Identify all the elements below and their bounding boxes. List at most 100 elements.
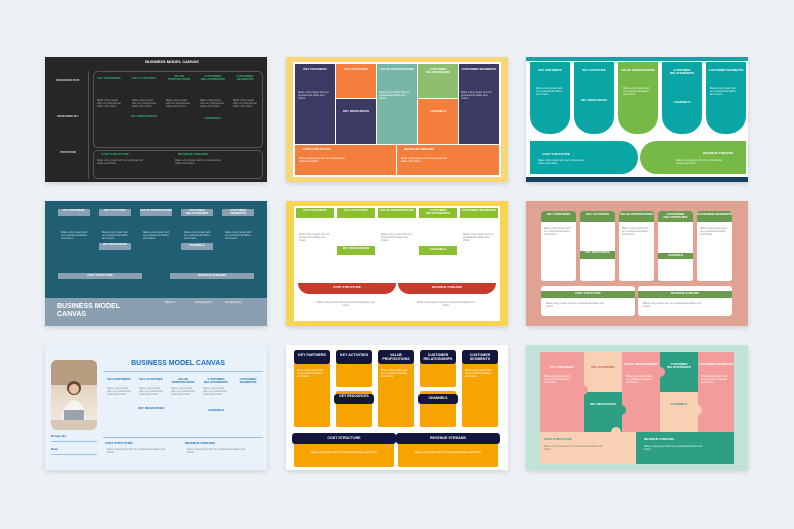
design-by-line <box>51 441 97 442</box>
sub-channels: CHANNELS <box>207 408 225 412</box>
desc-5: Make a big impact with our professional … <box>233 99 257 109</box>
col-3 <box>618 62 658 134</box>
col-customer-segments: CUSTOMER SEGMENTS <box>697 212 732 216</box>
hdr-1 <box>294 350 330 364</box>
label-bar-2 <box>99 209 131 216</box>
col-customer-segments: CUSTOMER SEGMENTS <box>461 208 497 212</box>
desc-3: Make a big impact with our professional … <box>700 227 727 237</box>
hdr-3 <box>619 211 654 222</box>
thumbnail-orange-navy-canvas[interactable]: KEY PARTNERS KEY ACTIVITIES VALUE PROPOS… <box>286 345 508 470</box>
col-customer-relationships: CUSTOMER RELATIONSHIPS <box>185 208 209 216</box>
thumbnail-puzzle-canvas[interactable]: KEY PARTNERS KEY ACTIVITIES VALUE PROPOS… <box>526 345 748 470</box>
revenue-streams: REVENUE STREAMS <box>430 436 466 440</box>
desc-3: Make a big impact with our professional … <box>171 387 195 397</box>
revenue-streams: REVENUE STREAMS <box>403 147 434 151</box>
col-customer-relationships: CUSTOMER RELATIONSHIPS <box>423 353 453 362</box>
col-customer-relationships: CUSTOMER RELATIONSHIPS <box>203 377 229 385</box>
piece-4b <box>660 392 698 432</box>
col-key-activities: KEY ACTIVITIES <box>340 353 368 357</box>
hdr-1 <box>296 208 334 218</box>
col-key-partners: KEY PARTNERS <box>538 68 562 72</box>
sub-channels: CHANNELS <box>428 396 448 400</box>
desc-3: Make a big impact with our professional … <box>143 231 170 241</box>
col-key-partners: KEY PARTNERS <box>550 365 574 369</box>
desc-1: Make a big impact with our professional … <box>298 91 329 101</box>
desc-5: Make a big impact with our professional … <box>676 159 722 166</box>
col-key-activities: KEY ACTIVITIES <box>585 212 610 216</box>
col-bg-4 <box>418 64 458 98</box>
thumbnail-color-columns-canvas[interactable]: KEY PARTNERS KEY ACTIVITIES VALUE PROPOS… <box>286 57 508 182</box>
bottom-left <box>530 141 638 174</box>
canvas-title: BUSINESS MODEL CANVAS <box>131 360 225 367</box>
cost-structure: COST STRUCTURE <box>544 437 572 441</box>
desc-2: Make a big impact with our professional … <box>622 227 649 237</box>
desc-2: Make a big impact with our professional … <box>379 91 410 101</box>
col-customer-segments: CUSTOMER SEGMENTS <box>239 377 257 385</box>
revenue-streams: REVENUE STREAMS <box>198 273 226 277</box>
desc-3: Make a big impact with our professional … <box>465 369 492 379</box>
col-customer-segments: CUSTOMER SEGMENTS <box>236 74 254 82</box>
canvas-title: BUSINESS MODEL CANVAS <box>145 59 199 64</box>
col-bg-1 <box>295 64 335 144</box>
col-value-propositions: VALUE PROPOSITIONS <box>619 212 654 216</box>
piece-7 <box>636 432 734 464</box>
sub-channels: CHANNELS <box>189 243 205 247</box>
piece-2b <box>584 392 622 432</box>
cost-structure: COST STRUCTURE <box>542 152 570 156</box>
desc-4: Make a big impact with our professional … <box>317 301 375 308</box>
row-label-designed-by: DESIGNED BY: <box>57 114 79 118</box>
card-1 <box>541 211 576 281</box>
piece-1 <box>540 352 584 432</box>
thumbnail-dark-canvas[interactable]: BUSINESS MODEL CANVAS DESIGNED FOR: DESI… <box>45 57 267 182</box>
col-customer-relationships: CUSTOMER RELATIONSHIPS <box>663 212 688 220</box>
desc-5: Make a big impact with our professional … <box>401 157 447 164</box>
knob-4 <box>692 405 702 415</box>
hdr-2 <box>337 208 375 218</box>
bottom-divider <box>103 437 263 438</box>
sub-bar-2 <box>181 243 213 250</box>
thumbnail-ribbon-canvas[interactable]: KEY PARTNERS KEY ACTIVITIES VALUE PROPOS… <box>286 201 508 326</box>
piece-5 <box>698 352 734 432</box>
col-customer-relationships: CUSTOMER RELATIONSHIPS <box>666 362 692 370</box>
sub-key-resources: KEY RESOURCES <box>590 402 616 406</box>
col-bg-5 <box>459 64 499 144</box>
label-bar-4 <box>181 209 213 216</box>
thumbnail-photo-canvas[interactable]: BUSINESS MODEL CANVAS KEY PARTNERS KEY A… <box>45 345 267 470</box>
left-row-frame <box>49 71 89 179</box>
desc-2: Make a big impact with our professional … <box>102 231 129 241</box>
meta-designed-for: Designed for: <box>195 300 213 304</box>
col-key-activities: KEY ACTIVITIES <box>344 67 368 71</box>
cost-structure: COST STRUCTURE <box>327 436 361 440</box>
col-value-propositions: VALUE PROPOSITIONS <box>171 377 195 385</box>
thumbnail-teal-canvas[interactable]: KEY PARTNERS KEY ACTIVITIES VALUE PROPOS… <box>526 57 748 182</box>
hdr-2 <box>580 211 615 222</box>
desc-4: Make a big impact with our professional … <box>538 159 584 166</box>
col-key-activities: KEY ACTIVITIES <box>582 68 606 72</box>
col-customer-segments: CUSTOMER SEGMENTS <box>230 208 246 216</box>
revenue-streams: REVENUE STREAMS <box>185 441 216 445</box>
hdr-5 <box>460 208 498 218</box>
desc-5: Make a big impact with our professional … <box>225 231 252 241</box>
col-customer-relationships: CUSTOMER RELATIONSHIPS <box>425 67 451 75</box>
sub-key-resources: KEY RESOURCES <box>343 109 369 113</box>
bottom-frame <box>93 150 263 179</box>
cost-structure: COST STRUCTURE <box>575 291 601 295</box>
desc-1: Make a big impact with our professional … <box>544 375 571 385</box>
desc-6: Make a big impact with our professional … <box>187 448 245 455</box>
row-label-iteration: ITERATION <box>60 150 76 154</box>
piece-2a <box>584 352 622 392</box>
desc-4: Make a big impact with our professional … <box>311 451 377 454</box>
col-value-propositions: VALUE PROPOSITIONS <box>380 208 414 212</box>
desc-2: Make a big impact with our professional … <box>139 387 163 397</box>
thumbnail-deep-teal-canvas[interactable]: KEY PARTNERS KEY ACTIVITIES VALUE PROPOS… <box>45 201 267 326</box>
desc-4: Make a big impact with our professional … <box>546 302 604 309</box>
desc-3: Make a big impact with our professional … <box>710 87 737 97</box>
label-bar-1 <box>58 209 90 216</box>
col-value-propositions: VALUE PROPOSITIONS <box>624 362 658 366</box>
desc-1: Make a big impact with our professional … <box>544 227 571 237</box>
sub-channels: CHANNELS <box>429 109 447 113</box>
thumbnail-salmon-canvas[interactable]: KEY PARTNERS KEY ACTIVITIES VALUE PROPOS… <box>526 201 748 326</box>
desc-4: Make a big impact with our professional … <box>299 157 345 164</box>
desc-7: Make a big impact with our professional … <box>175 159 221 166</box>
hdr-4 <box>420 350 456 364</box>
